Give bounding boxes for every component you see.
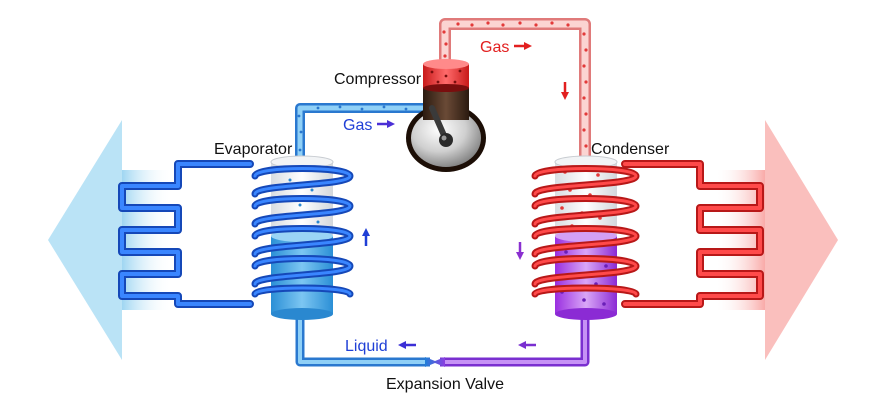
arrow-left-liquid bbox=[398, 341, 416, 349]
evaporator-coil-wrap bbox=[251, 165, 354, 298]
liquid-line-pipe bbox=[295, 312, 590, 367]
condenser-coil-wrap bbox=[531, 165, 640, 298]
discharge-gas-particles bbox=[442, 21, 588, 148]
suction-gas-particles bbox=[297, 105, 408, 152]
compressor-label: Compressor bbox=[334, 71, 422, 88]
arrow-up-evaporator bbox=[362, 228, 370, 246]
compressor-unit bbox=[406, 59, 486, 172]
condenser-coil-pipe bbox=[621, 160, 764, 308]
condenser-label: Condenser bbox=[591, 141, 670, 158]
arrow-down-discharge bbox=[561, 82, 569, 100]
expansion-valve-label: Expansion Valve bbox=[386, 376, 504, 393]
expansion-valve bbox=[425, 357, 445, 367]
arrow-right-gas-top bbox=[514, 42, 532, 50]
gas-label-left: Gas bbox=[343, 117, 372, 134]
arrow-left-bottom-right bbox=[518, 341, 536, 349]
evaporator-label: Evaporator bbox=[214, 141, 293, 158]
cold-air-arrow-body bbox=[122, 170, 172, 310]
warm-air-arrow bbox=[765, 120, 838, 360]
evaporator-coil-pipe bbox=[118, 160, 254, 308]
arrow-right-gas-left bbox=[377, 120, 395, 128]
arrow-down-condenser bbox=[516, 242, 524, 260]
gas-label-top: Gas bbox=[480, 39, 509, 56]
compressor-particles bbox=[430, 69, 462, 84]
liquid-label: Liquid bbox=[345, 338, 388, 355]
cold-air-arrow bbox=[48, 120, 122, 360]
